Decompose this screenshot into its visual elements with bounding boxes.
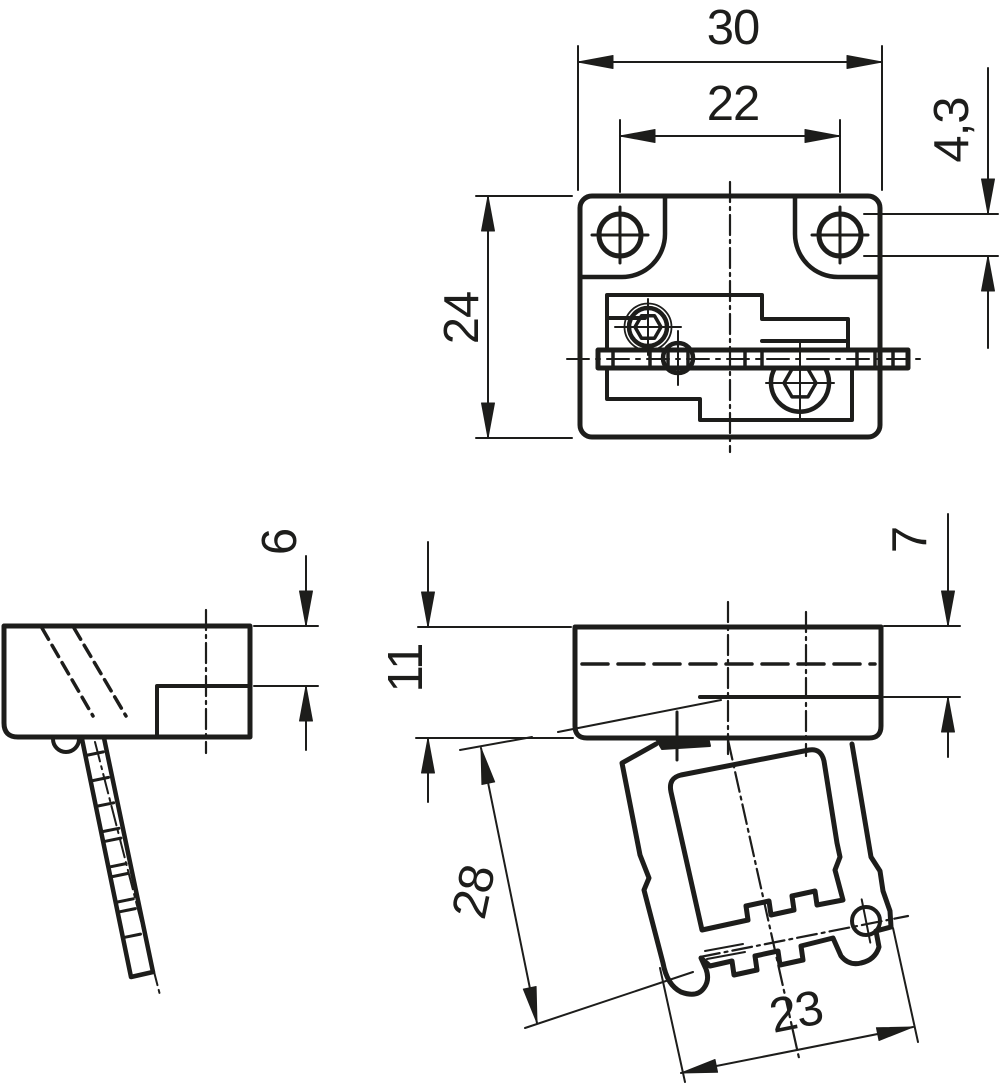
dim-label-28: 28 [442, 861, 506, 924]
hidden-line [40, 626, 95, 718]
dim-label-6: 6 [253, 529, 307, 555]
dimension-6 [253, 555, 319, 751]
dim-label-4-3: 4,3 [925, 97, 979, 162]
lever-attach [655, 736, 711, 750]
dimension-24 [475, 195, 573, 439]
roller-axis [698, 914, 910, 959]
mounting-hole-right [810, 205, 870, 265]
dimension-23 [659, 927, 919, 1083]
pocket-right [792, 193, 883, 280]
lever-axis [726, 738, 801, 1060]
pivot-line [459, 699, 722, 751]
dim-label-30: 30 [707, 1, 760, 55]
dimension-28 [480, 747, 694, 1029]
hidden-line [72, 626, 128, 718]
dim-label-22: 22 [707, 77, 760, 131]
internal-mechanism [605, 293, 854, 422]
front-view [459, 600, 910, 1060]
dimension-11 [415, 541, 574, 803]
side-view [1, 608, 253, 996]
pocket-left [577, 193, 668, 280]
flexible-rod [79, 735, 161, 996]
pivot-boss [51, 737, 81, 754]
dimension-30 [577, 45, 883, 191]
dimension-7 [883, 513, 961, 758]
dim-label-23: 23 [765, 981, 827, 1044]
actuator-rod-plan [566, 347, 924, 371]
mounting-hole-left [590, 205, 650, 265]
dim-label-11: 11 [379, 644, 433, 693]
dim-label-7: 7 [883, 527, 937, 553]
dimension-4-3 [863, 67, 999, 349]
dim-label-24: 24 [435, 292, 489, 345]
top-view [566, 180, 924, 454]
dimension-22 [619, 119, 841, 193]
roller-lever [619, 738, 910, 1060]
